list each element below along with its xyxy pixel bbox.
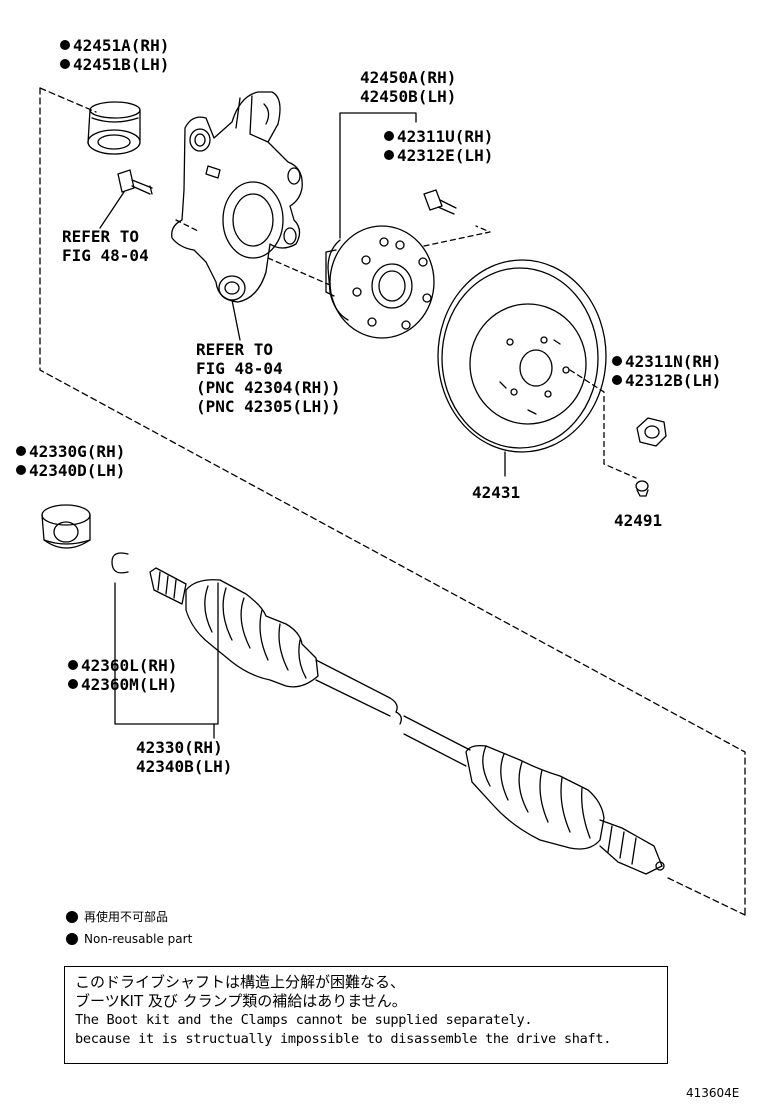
note-en-line-2: because it is structually impossible to … — [75, 1031, 612, 1047]
hub-nut-42311N — [569, 369, 667, 479]
assembly-dashed-outline — [39, 87, 746, 916]
legend-en: Non-reusable part — [66, 932, 192, 946]
label-42491: 42491 — [614, 511, 663, 530]
note-box: このドライブシャフトは構造上分解が困難なる、 ブーツKIT 及び クランプ類の補… — [64, 966, 668, 1064]
label-42451: 42451A(RH) 42451B(LH) — [60, 36, 169, 74]
label-42311U: 42311U(RH) 42312E(LH) — [384, 127, 493, 165]
label-refer-to-1: REFER TO FIG 48-04 — [62, 227, 149, 265]
label-42330G: 42330G(RH) 42340D(LH) — [16, 442, 125, 480]
non-reusable-dot-icon — [16, 446, 26, 456]
brake-disc-42431 — [437, 259, 607, 477]
dashed-leader — [667, 877, 746, 916]
non-reusable-dot-icon — [66, 911, 78, 923]
figure-id: 413604E — [686, 1086, 740, 1100]
dashed-leader — [39, 87, 97, 113]
label-refer-to-2: REFER TO FIG 48-04 (PNC 42304(RH)) (PNC … — [196, 340, 341, 416]
non-reusable-dot-icon — [68, 679, 78, 689]
label-42431: 42431 — [472, 483, 521, 502]
non-reusable-dot-icon — [60, 59, 70, 69]
note-jp-line-2: ブーツKIT 及び クランプ類の補給はありません。 — [75, 992, 407, 1010]
label-42330: 42330(RH) 42340B(LH) — [136, 738, 233, 776]
label-42360: 42360L(RH) 42360M(LH) — [68, 656, 177, 694]
non-reusable-dot-icon — [384, 150, 394, 160]
hub-bolt-42311U — [423, 189, 491, 247]
non-reusable-dot-icon — [68, 660, 78, 670]
non-reusable-dot-icon — [66, 933, 78, 945]
note-jp-line-1: このドライブシャフトは構造上分解が困難なる、 — [75, 973, 406, 991]
cap-42491 — [635, 480, 649, 497]
non-reusable-dot-icon — [60, 40, 70, 50]
non-reusable-dot-icon — [612, 356, 622, 366]
drive-shaft-42330 — [149, 567, 665, 875]
legend-jp: 再使用不可部品 — [66, 910, 168, 924]
note-en-line-1: The Boot kit and the Clamps cannot be su… — [75, 1012, 533, 1028]
seal-cap-42451 — [87, 101, 141, 155]
snap-ring-42360 — [111, 552, 129, 574]
bolt-refer — [99, 169, 153, 229]
hub-bearing-42450 — [325, 112, 435, 339]
non-reusable-dot-icon — [384, 131, 394, 141]
knuckle — [171, 91, 303, 341]
label-42311N: 42311N(RH) 42312B(LH) — [612, 352, 721, 390]
label-42450: 42450A(RH) 42450B(LH) — [360, 68, 457, 106]
non-reusable-dot-icon — [612, 375, 622, 385]
non-reusable-dot-icon — [16, 465, 26, 475]
dust-seal-42330G — [41, 504, 91, 549]
center-axis — [175, 219, 331, 286]
